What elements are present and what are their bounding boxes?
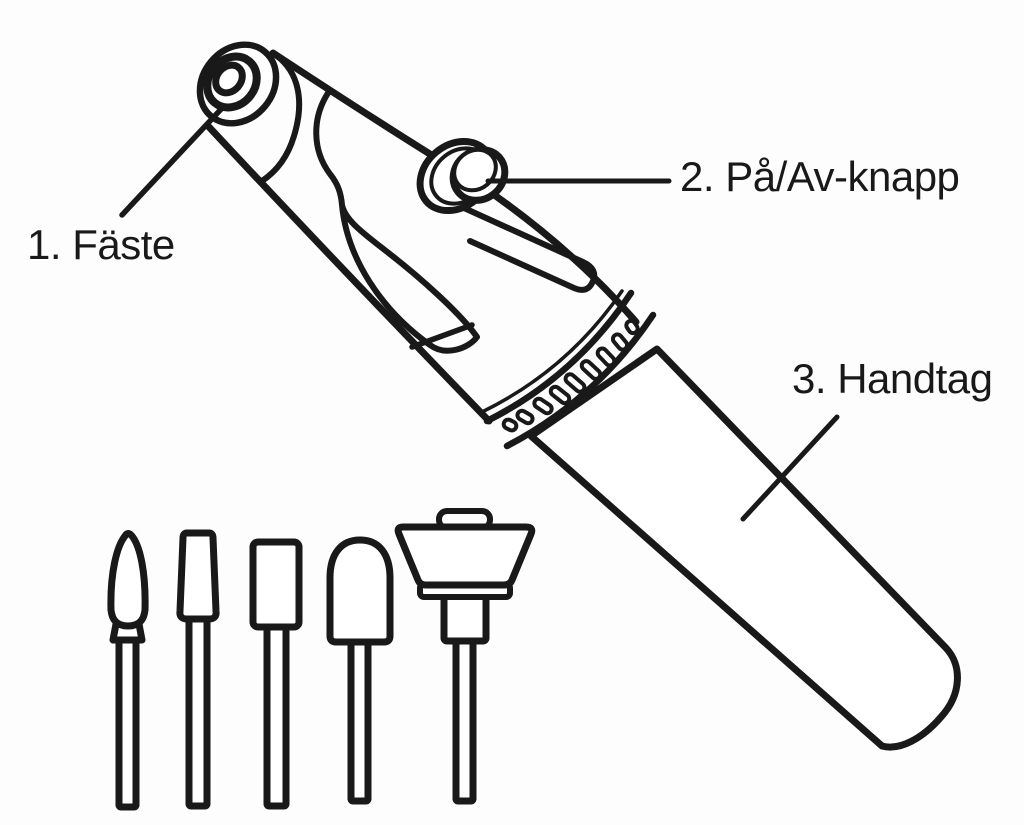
accessory-bits [107, 508, 536, 811]
cup-wheel-bit [394, 508, 536, 805]
collet-attachment [196, 41, 280, 127]
cylinder-bit [249, 538, 303, 810]
vent-slot [532, 396, 554, 416]
leader-line-handtag [740, 414, 840, 522]
button-dome-top [452, 147, 498, 193]
vent-slot [610, 332, 630, 352]
handle-outline [527, 345, 961, 751]
indicator-window [461, 205, 598, 293]
vent-ring-far-edge [503, 311, 657, 450]
leader-line-faeste [119, 103, 227, 218]
tapered-cone-bit [176, 529, 220, 810]
vent-slot [579, 359, 603, 381]
grip-highlight-line [409, 322, 475, 350]
leader-lines [119, 103, 840, 522]
collet-inner-ring [212, 61, 246, 97]
vent-slot [515, 408, 535, 426]
vent-ring [480, 289, 657, 450]
flame-tip-bit [107, 530, 149, 811]
vent-slot [501, 417, 519, 433]
vent-ring-accent-edge [480, 289, 624, 414]
tool-drawing [196, 41, 961, 751]
vent-slot [595, 346, 617, 368]
label-handtag: 3. Handtag [792, 355, 993, 402]
label-faeste: 1. Fäste [27, 221, 175, 268]
vent-slot [548, 384, 572, 406]
power-button [416, 137, 509, 215]
vent-slots [501, 318, 640, 433]
nose-rim-seam [259, 53, 303, 184]
vent-ring-near-edge [483, 289, 635, 425]
vent-slot [624, 318, 640, 336]
label-pa-av-knapp: 2. På/Av-knapp [680, 153, 960, 200]
body-bottom-edge [205, 123, 493, 425]
vent-slot [563, 372, 587, 394]
dome-bit [326, 536, 394, 805]
